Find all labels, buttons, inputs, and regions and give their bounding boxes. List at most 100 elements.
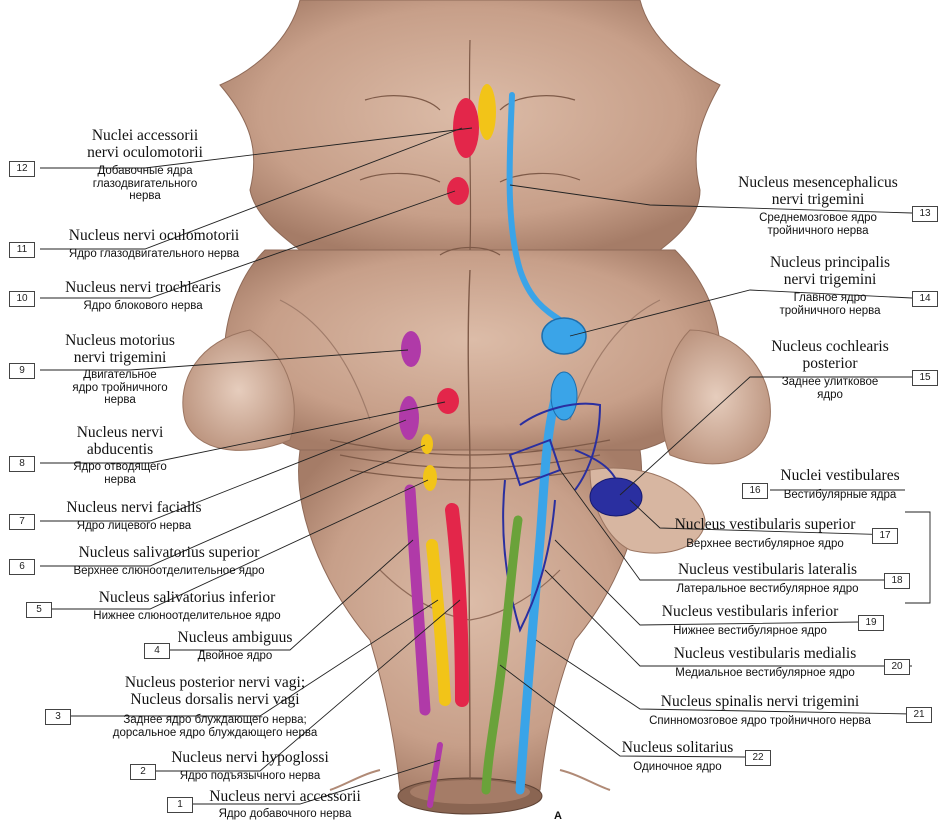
label-14-russian-2: тройничного нерва (750, 305, 910, 317)
label-number-7: 7 (9, 514, 35, 530)
label-8-latin-2: abducentis (40, 442, 200, 459)
label-19-russian: Нижнее вестибулярное ядро (645, 625, 855, 637)
label-9-russian-3: нерва (40, 394, 200, 406)
label-7-latin: Nucleus nervi facialis (34, 500, 234, 517)
nucleus-facialis (399, 396, 419, 440)
label-3-latin-2: Nucleus dorsalis nervi vagi (60, 692, 370, 709)
label-number-2: 2 (130, 764, 156, 780)
label-10: Nucleus nervi trochlearis Ядро блокового… (38, 280, 248, 312)
label-15: Nucleus cochlearis posterior Заднее улит… (755, 339, 905, 401)
label-10-latin: Nucleus nervi trochlearis (38, 280, 248, 297)
label-16-russian: Вестибулярные ядра (770, 489, 910, 501)
label-13-latin-2: nervi trigemini (728, 192, 908, 209)
label-14-latin-2: nervi trigemini (750, 272, 910, 289)
label-22-russian: Одиночное ядро (615, 761, 740, 773)
label-16-latin: Nuclei vestibulares (770, 468, 910, 485)
label-number-20: 20 (884, 659, 910, 675)
label-12: Nuclei accessorii nervi oculomotorii Доб… (40, 128, 250, 203)
label-number-19: 19 (858, 615, 884, 631)
label-number-13: 13 (912, 206, 938, 222)
label-2-latin: Nucleus nervi hypoglossi (155, 750, 345, 767)
nucleus-oculomotorii (453, 98, 479, 158)
label-6-latin: Nucleus salivatorius superior (34, 545, 304, 562)
label-12-latin-1: Nuclei accessorii (40, 128, 250, 145)
label-3-latin-1: Nucleus posterior nervi vagi; (60, 675, 370, 692)
label-15-russian-2: ядро (755, 389, 905, 401)
label-number-15: 15 (912, 370, 938, 386)
nucleus-cochlearis-posterior (590, 478, 642, 516)
label-4-russian: Двойное ядро (170, 650, 300, 662)
label-11-latin: Nucleus nervi oculomotorii (34, 228, 274, 245)
label-5: Nucleus salivatorius inferior Нижнее слю… (52, 590, 322, 622)
figure-letter: А (554, 810, 562, 822)
label-14-russian-1: Главное ядро (750, 292, 910, 304)
label-19-latin: Nucleus vestibularis inferior (645, 604, 855, 621)
label-number-6: 6 (9, 559, 35, 575)
label-number-12: 12 (9, 161, 35, 177)
label-8-latin-1: Nucleus nervi (40, 425, 200, 442)
label-21-russian: Спинномозговое ядро тройничного нерва (615, 715, 905, 727)
label-8-russian-2: нерва (40, 474, 200, 486)
label-number-9: 9 (9, 363, 35, 379)
label-5-latin: Nucleus salivatorius inferior (52, 590, 322, 607)
label-21: Nucleus spinalis nervi trigemini Спинном… (615, 694, 905, 727)
label-number-10: 10 (9, 291, 35, 307)
label-6-russian: Верхнее слюноотделительное ядро (34, 565, 304, 577)
nucleus-abducentis (437, 388, 459, 414)
label-9-russian-1: Двигательное (40, 369, 200, 381)
label-number-5: 5 (26, 602, 52, 618)
label-18-russian: Латеральное вестибулярное ядро (655, 583, 880, 595)
label-number-4: 4 (144, 643, 170, 659)
label-22-latin: Nucleus solitarius (615, 740, 740, 757)
label-15-latin-2: posterior (755, 356, 905, 373)
label-4-latin: Nucleus ambiguus (170, 630, 300, 647)
label-number-11: 11 (9, 242, 35, 258)
label-13-latin-1: Nucleus mesencephalicus (728, 175, 908, 192)
nucleus-salivatorius-inferior (423, 465, 437, 491)
label-number-14: 14 (912, 291, 938, 307)
label-1: Nucleus nervi accessorii Ядро добавочног… (195, 789, 375, 820)
label-12-russian-1: Добавочные ядра (40, 165, 250, 177)
label-7: Nucleus nervi facialis Ядро лицевого нер… (34, 500, 234, 532)
label-1-russian: Ядро добавочного нерва (195, 808, 375, 820)
label-20-latin: Nucleus vestibularis medialis (650, 646, 880, 663)
nucleus-principalis-trigemini (542, 318, 586, 354)
label-2-russian: Ядро подъязычного нерва (155, 770, 345, 782)
label-10-russian: Ядро блокового нерва (38, 300, 248, 312)
label-1-latin: Nucleus nervi accessorii (195, 789, 375, 806)
label-number-17: 17 (872, 528, 898, 544)
label-8: Nucleus nervi abducentis Ядро отводящего… (40, 425, 200, 486)
label-11: Nucleus nervi oculomotorii Ядро глазодви… (34, 228, 274, 260)
label-9: Nucleus motorius nervi trigemini Двигате… (40, 333, 200, 407)
label-number-1: 1 (167, 797, 193, 813)
label-20: Nucleus vestibularis medialis Медиальное… (650, 646, 880, 679)
label-number-16: 16 (742, 483, 768, 499)
label-number-8: 8 (9, 456, 35, 472)
label-9-latin-2: nervi trigemini (40, 350, 200, 367)
label-13: Nucleus mesencephalicus nervi trigemini … (728, 175, 908, 237)
label-18: Nucleus vestibularis lateralis Латеральн… (655, 562, 880, 595)
label-17-latin: Nucleus vestibularis superior (660, 517, 870, 534)
label-21-latin: Nucleus spinalis nervi trigemini (615, 694, 905, 711)
label-12-russian-2: глазодвигательного (40, 178, 250, 190)
label-13-russian-2: тройничного нерва (728, 225, 908, 237)
label-7-russian: Ядро лицевого нерва (34, 520, 234, 532)
label-3-russian-2: дорсальное ядро блуждающего нерва (60, 727, 370, 739)
label-6: Nucleus salivatorius superior Верхнее сл… (34, 545, 304, 577)
label-number-18: 18 (884, 573, 910, 589)
label-14-latin-1: Nucleus principalis (750, 255, 910, 272)
nuclei-accessorii-oculomotorii (478, 84, 496, 140)
label-2: Nucleus nervi hypoglossi Ядро подъязычно… (155, 750, 345, 782)
label-11-russian: Ядро глазодвигательного нерва (34, 248, 274, 260)
label-8-russian-1: Ядро отводящего (40, 461, 200, 473)
label-4: Nucleus ambiguus Двойное ядро (170, 630, 300, 662)
label-20-russian: Медиальное вестибулярное ядро (650, 667, 880, 679)
label-22: Nucleus solitarius Одиночное ядро (615, 740, 740, 773)
label-13-russian-1: Среднемозговое ядро (728, 212, 908, 224)
label-17-russian: Верхнее вестибулярное ядро (660, 538, 870, 550)
nucleus-salivatorius-superior (421, 434, 433, 454)
nucleus-trochlearis (447, 177, 469, 205)
label-12-latin-2: nervi oculomotorii (40, 145, 250, 162)
label-5-russian: Нижнее слюноотделительное ядро (52, 610, 322, 622)
